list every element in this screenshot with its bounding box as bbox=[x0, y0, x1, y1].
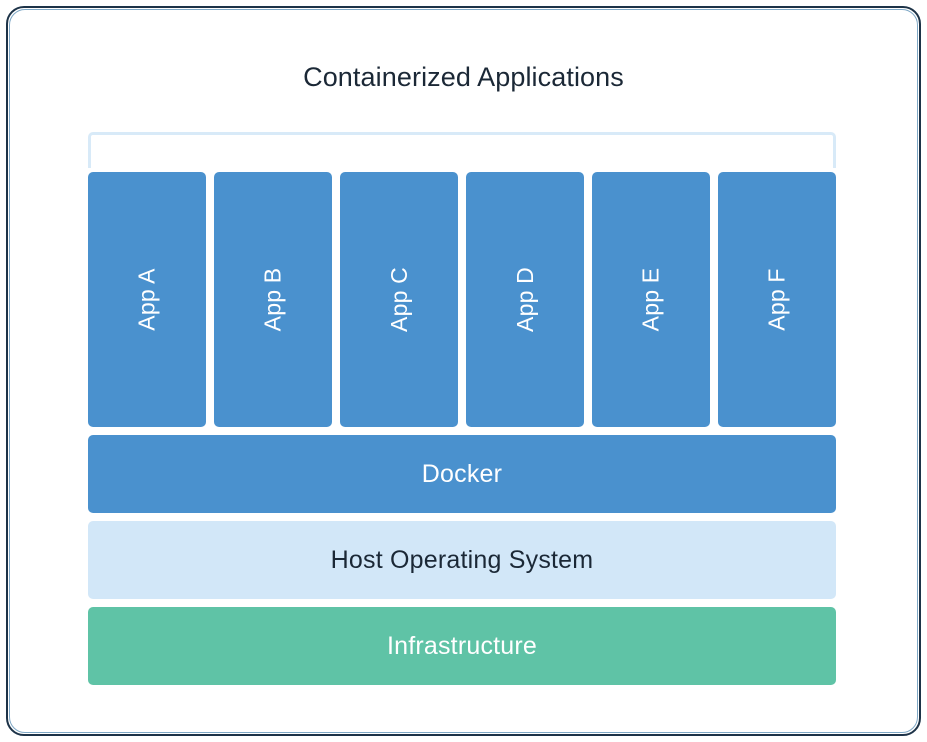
app-container-c[interactable]: App C bbox=[340, 172, 458, 427]
app-container-a[interactable]: App A bbox=[88, 172, 206, 427]
layer-host-operating-system[interactable]: Host Operating System bbox=[88, 521, 836, 599]
layer-infrastructure[interactable]: Infrastructure bbox=[88, 607, 836, 685]
layer-label: Host Operating System bbox=[330, 545, 594, 574]
diagram-canvas: Containerized Applications App A App B A… bbox=[8, 8, 919, 734]
app-container-label: App C bbox=[385, 267, 412, 332]
application-container-row: App A App B App C App D App E App F bbox=[88, 172, 836, 427]
diagram-frame: Containerized Applications App A App B A… bbox=[6, 6, 921, 736]
app-container-f[interactable]: App F bbox=[718, 172, 836, 427]
app-container-label: App E bbox=[637, 267, 664, 332]
app-container-label: App A bbox=[133, 268, 160, 331]
layer-label: Docker bbox=[421, 459, 503, 488]
app-container-label: App B bbox=[259, 267, 286, 332]
app-container-label: App D bbox=[511, 267, 538, 332]
layer-label: Infrastructure bbox=[386, 631, 538, 660]
app-container-label: App F bbox=[763, 268, 790, 331]
app-container-d[interactable]: App D bbox=[466, 172, 584, 427]
containerized-applications-bracket bbox=[88, 132, 836, 168]
layer-docker[interactable]: Docker bbox=[88, 435, 836, 513]
app-container-e[interactable]: App E bbox=[592, 172, 710, 427]
app-container-b[interactable]: App B bbox=[214, 172, 332, 427]
page-title: Containerized Applications bbox=[303, 62, 624, 92]
